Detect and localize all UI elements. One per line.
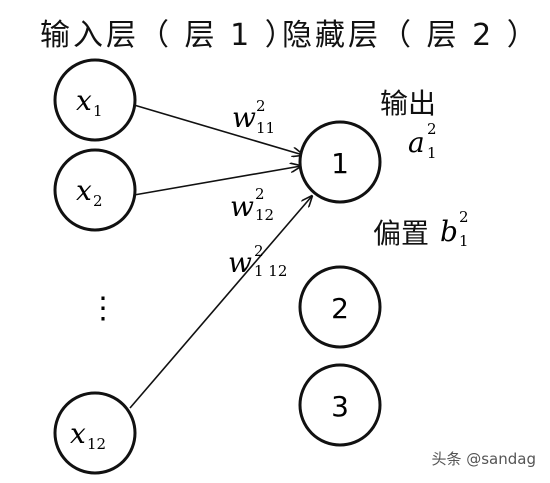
edge-x2-h1	[133, 166, 301, 196]
input-node-1: x 1	[53, 58, 137, 142]
weight-w11-subscript: 11	[256, 119, 275, 137]
watermark: 头条 @sandag	[431, 450, 536, 468]
input-layer-title: 输入层（ 层 1 ）	[40, 18, 298, 53]
weight-w12: w 2 12	[230, 185, 274, 224]
bias-symbol-b: b 2 1	[440, 208, 469, 250]
hidden-node-2-label: 2	[331, 292, 349, 325]
hidden-node-2: 2	[298, 265, 382, 349]
bias-b-base: b	[440, 215, 458, 248]
output-a-subscript: 1	[427, 144, 437, 162]
input-node-12: x 12	[53, 391, 137, 475]
hidden-node-1: 1	[298, 120, 382, 204]
hidden-node-1-label: 1	[331, 147, 349, 180]
weight-w1-12-superscript: 2	[254, 242, 264, 260]
hidden-node-3: 3	[298, 363, 382, 447]
output-symbol-a: a 2 1	[408, 120, 437, 162]
weight-w1-12-symbol: w	[228, 246, 252, 279]
hidden-layer-title: 隐藏层（ 层 2 ）	[282, 18, 540, 53]
bias-b-superscript: 2	[459, 208, 469, 226]
edge-x1-h1	[133, 104, 303, 155]
weight-w1-12-subscript: 1 12	[254, 262, 287, 280]
input-node-2-symbol: x	[76, 174, 92, 207]
input-node-2-subscript: 2	[93, 192, 103, 210]
output-label: 输出	[380, 87, 437, 120]
hidden-node-3-label: 3	[331, 390, 349, 423]
output-a-base: a	[408, 126, 425, 159]
input-node-2: x 2	[53, 148, 137, 232]
weight-w12-subscript: 12	[255, 206, 274, 224]
bias-label: 偏置	[373, 217, 430, 250]
input-node-1-subscript: 1	[93, 102, 103, 120]
output-a-superscript: 2	[427, 120, 437, 138]
edge-x12-h1	[129, 196, 312, 409]
input-ellipsis: ⋮	[88, 291, 118, 326]
input-node-1-symbol: x	[76, 84, 92, 117]
input-node-12-symbol: x	[70, 417, 86, 450]
bias-b-subscript: 1	[459, 232, 469, 250]
weight-w1-12: w 2 1 12	[228, 242, 287, 280]
weight-w12-superscript: 2	[255, 185, 265, 203]
weight-w12-symbol: w	[230, 190, 254, 223]
weight-w11-superscript: 2	[256, 97, 266, 115]
weight-w11: w 2 11	[232, 97, 275, 137]
input-node-12-subscript: 12	[87, 435, 106, 453]
weight-w11-symbol: w	[232, 101, 256, 134]
